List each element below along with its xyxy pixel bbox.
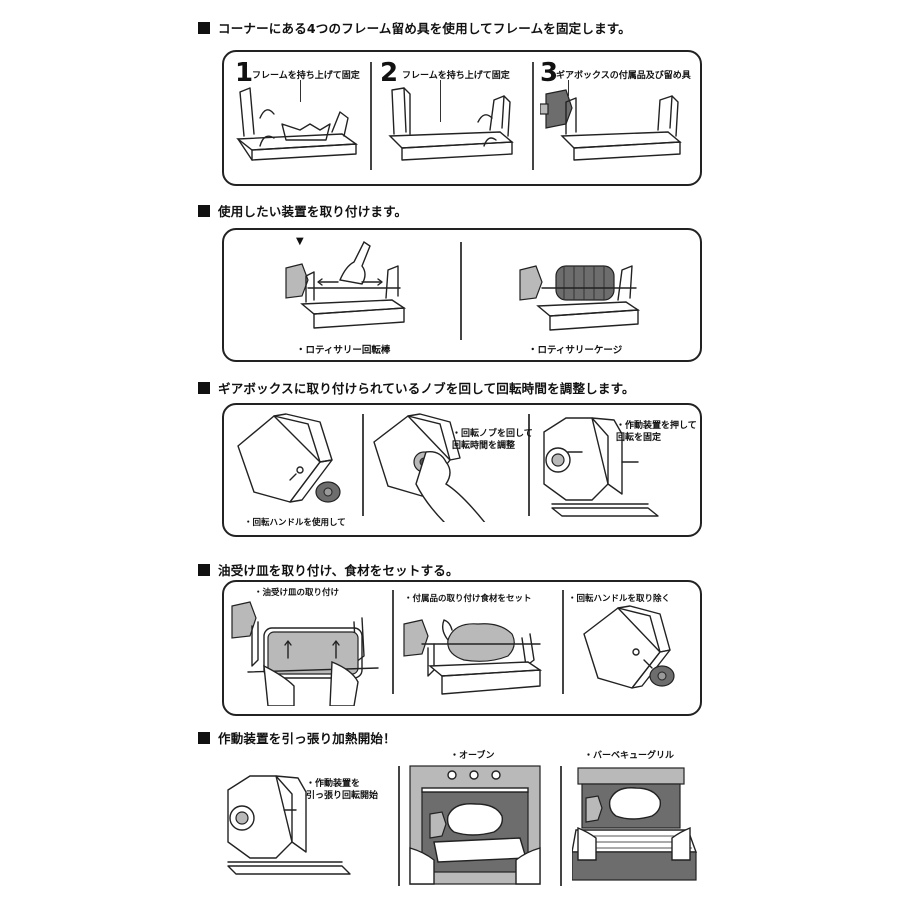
label-line: ・作動装置を 引っ張り回転開始 — [306, 779, 379, 801]
label-timer-knob: ・回転ノブを回して 回転時間を調整 — [452, 428, 533, 452]
bullet-square — [198, 21, 210, 34]
drip-tray-illustration — [228, 596, 386, 706]
frame-illustration-3 — [540, 84, 690, 164]
oven-illustration — [408, 764, 544, 888]
step-label: ギアボックスの付属品及び留め具 — [556, 71, 691, 81]
step-number: 3 — [540, 58, 559, 88]
divider — [398, 766, 400, 886]
actuator-lock-illustration — [538, 412, 668, 524]
label-line: ・回転ノブを回して 回転時間を調整 — [452, 429, 533, 451]
step-number: 1 — [235, 58, 254, 88]
divider — [528, 414, 530, 516]
frame-illustration-1 — [232, 84, 362, 164]
remove-handle-illustration — [580, 604, 690, 700]
bullet-square — [198, 381, 210, 394]
panel-frame-fix — [222, 50, 702, 186]
label-line: ・作動装置を押して 回転を固定 — [616, 421, 697, 443]
caption-bbq-grill: ・バーベキューグリル — [584, 751, 675, 761]
bbq-grill-illustration — [572, 764, 698, 888]
leader-line — [568, 80, 569, 96]
step-label: フレームを持ち上げて固定 — [402, 71, 510, 81]
caption-drip-tray: ・油受け皿の取り付け — [254, 588, 340, 598]
food-set-illustration — [400, 604, 550, 700]
bullet-square — [198, 204, 210, 217]
caption-remove-handle: ・回転ハンドルを取り除く — [568, 594, 671, 604]
section-title-4: 油受け皿を取り付け、食材をセットする。 — [198, 560, 459, 579]
timer-knob-illustration — [370, 412, 520, 522]
divider — [362, 414, 364, 516]
section-title-2: 使用したい装置を取り付けます。 — [198, 201, 407, 220]
section-title-text: 作動装置を引っ張り加熱開始！ — [218, 731, 396, 746]
leader-line — [440, 80, 441, 122]
leader-line — [300, 80, 301, 102]
step-label: フレームを持ち上げて固定 — [252, 71, 360, 81]
section-title-text: 油受け皿を取り付け、食材をセットする。 — [218, 563, 459, 578]
actuator-pull-illustration — [222, 770, 352, 880]
bullet-square — [198, 563, 210, 576]
rotisserie-cage-illustration — [518, 236, 648, 336]
section-title-text: 使用したい装置を取り付けます。 — [218, 204, 408, 219]
divider — [560, 766, 562, 886]
step-number: 2 — [380, 58, 399, 88]
divider — [562, 590, 564, 694]
divider — [392, 590, 394, 694]
section-title-3: ギアボックスに取り付けられているノブを回して回転時間を調整します。 — [198, 378, 635, 397]
caption-rotisserie-cage: ・ロティサリーケージ — [528, 345, 623, 356]
divider — [370, 62, 372, 170]
frame-illustration-2 — [380, 84, 520, 164]
bullet-square — [198, 731, 210, 744]
section-title-text: コーナーにある4つのフレーム留め具を使用してフレームを固定します。 — [218, 21, 631, 36]
gearbox-handle-illustration — [234, 412, 358, 512]
caption-rotisserie-rod: ・ロティサリー回転棒 — [296, 345, 391, 356]
section-title-1: コーナーにある4つのフレーム留め具を使用してフレームを固定します。 — [198, 18, 631, 37]
caption-set-food: ・付属品の取り付け食材をセット — [404, 594, 532, 604]
caption-oven: ・オーブン — [450, 751, 495, 761]
divider — [532, 62, 534, 170]
rotisserie-rod-illustration — [280, 236, 410, 336]
indicator-triangle: ▼ — [296, 236, 304, 247]
caption-rotate-handle: ・回転ハンドルを使用して — [244, 518, 346, 528]
label-actuator-lock: ・作動装置を押して 回転を固定 — [616, 420, 697, 444]
label-actuator-pull: ・作動装置を 引っ張り回転開始 — [306, 778, 378, 802]
section-title-text: ギアボックスに取り付けられているノブを回して回転時間を調整します。 — [218, 381, 635, 396]
section-title-5: 作動装置を引っ張り加熱開始！ — [198, 728, 396, 747]
divider — [460, 242, 462, 340]
